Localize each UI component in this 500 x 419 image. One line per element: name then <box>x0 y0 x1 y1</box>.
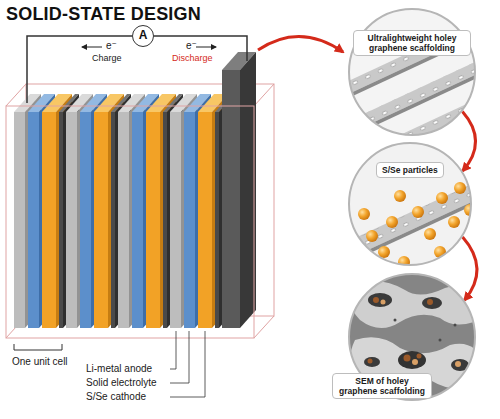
part-label: One unit cell <box>12 356 68 368</box>
leader-line <box>170 331 205 397</box>
zoom-arrow <box>463 237 477 300</box>
discharge-label: Discharge <box>172 52 213 64</box>
circuit-wire <box>27 36 247 103</box>
case-front <box>6 106 254 338</box>
cell-stack <box>14 94 235 328</box>
bubble-caption: S/Se particles <box>376 162 444 178</box>
diagram-title: SOLID-STATE DESIGN <box>6 4 201 25</box>
part-label: S/Se cathode <box>86 391 146 403</box>
part-label: Solid electrolyte <box>86 377 157 389</box>
unit-cell-bracket <box>14 344 62 350</box>
zoom-arrow <box>462 111 475 171</box>
terminal-plate <box>222 52 256 328</box>
charge-label: Charge <box>92 52 122 64</box>
zoom-bubble: S/Se particles <box>348 142 472 266</box>
ammeter-circle: A <box>132 25 154 47</box>
bubble-caption: SEM of holey graphene scaffolding <box>332 373 432 399</box>
leader-line <box>170 331 189 383</box>
discharge-arrow <box>196 47 216 48</box>
charge-arrow <box>82 47 102 48</box>
electron-label: e⁻ <box>106 40 117 52</box>
zoom-bubble: Ultralightweight holey graphene scaffold… <box>348 8 476 136</box>
ammeter-symbol: A <box>133 26 153 45</box>
bubble-caption: Ultralightweight holey graphene scaffold… <box>353 30 471 56</box>
leader-line <box>170 331 176 369</box>
electron-label: e⁻ <box>186 40 197 52</box>
part-label: Li-metal anode <box>86 363 152 375</box>
particles-view <box>340 140 500 270</box>
zoom-arrow <box>258 36 343 52</box>
zoom-bubble: SEM of holey graphene scaffolding <box>348 273 476 401</box>
